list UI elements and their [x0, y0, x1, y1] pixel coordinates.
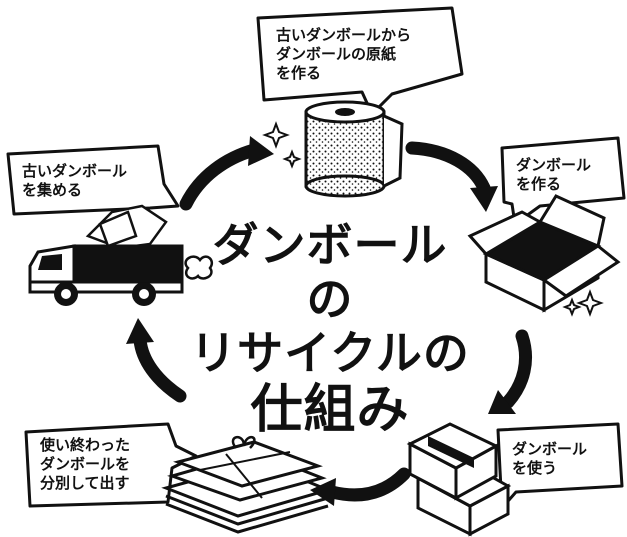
step-make-cardboard: ダンボール を作る — [516, 156, 591, 194]
step-text-line: ダンボールを — [40, 455, 131, 473]
step-text-line: ダンボール — [516, 156, 592, 174]
paper-roll-icon — [304, 100, 404, 198]
step-text-line: 古いダンボールから — [276, 26, 412, 44]
truck-icon — [28, 204, 184, 306]
title-line-3: 仕組み — [250, 380, 410, 440]
step-text-line: を作る — [516, 175, 562, 193]
title-line-1: ダンボールの — [212, 218, 448, 326]
step-text-line: を使う — [512, 459, 558, 477]
sparkle-icon — [562, 289, 604, 317]
cycle-arrow-icon — [488, 329, 532, 414]
step-make-base-paper: 古いダンボールから ダンボールの原紙 を作る — [276, 26, 411, 83]
cycle-arrow-icon — [310, 467, 411, 506]
step-text-line: ダンボール — [512, 440, 588, 458]
bubble-bottom-right — [496, 422, 624, 510]
step-collect-cardboard: 古いダンボール を集める — [22, 162, 127, 200]
diagram-title: ダンボールの リサイクルの 仕組み — [190, 218, 470, 440]
step-text-line: 分別して出す — [40, 474, 130, 492]
stacked-boxes-icon — [406, 422, 512, 537]
cycle-arrow-icon — [179, 136, 274, 211]
step-text-line: を作る — [276, 64, 322, 82]
step-text-line: を集める — [22, 181, 83, 199]
step-sort-and-dispose: 使い終わった ダンボールを 分別して出す — [40, 436, 130, 493]
tied-bundle-icon — [161, 436, 333, 534]
open-box-icon — [467, 194, 621, 313]
bubble-left — [6, 144, 180, 216]
step-text-line: 使い終わった — [40, 436, 131, 454]
step-text-line: ダンボールの原紙 — [276, 45, 397, 63]
bubble-top — [256, 6, 464, 116]
cycle-arrow-icon — [126, 318, 187, 403]
cycle-arrow-icon — [405, 141, 498, 212]
title-line-2: リサイクルの — [190, 326, 470, 380]
step-use-cardboard: ダンボール を使う — [512, 440, 587, 478]
exhaust-cloud-icon — [184, 255, 214, 280]
step-text-line: 古いダンボール — [22, 162, 128, 180]
sparkle-icon — [262, 121, 302, 169]
